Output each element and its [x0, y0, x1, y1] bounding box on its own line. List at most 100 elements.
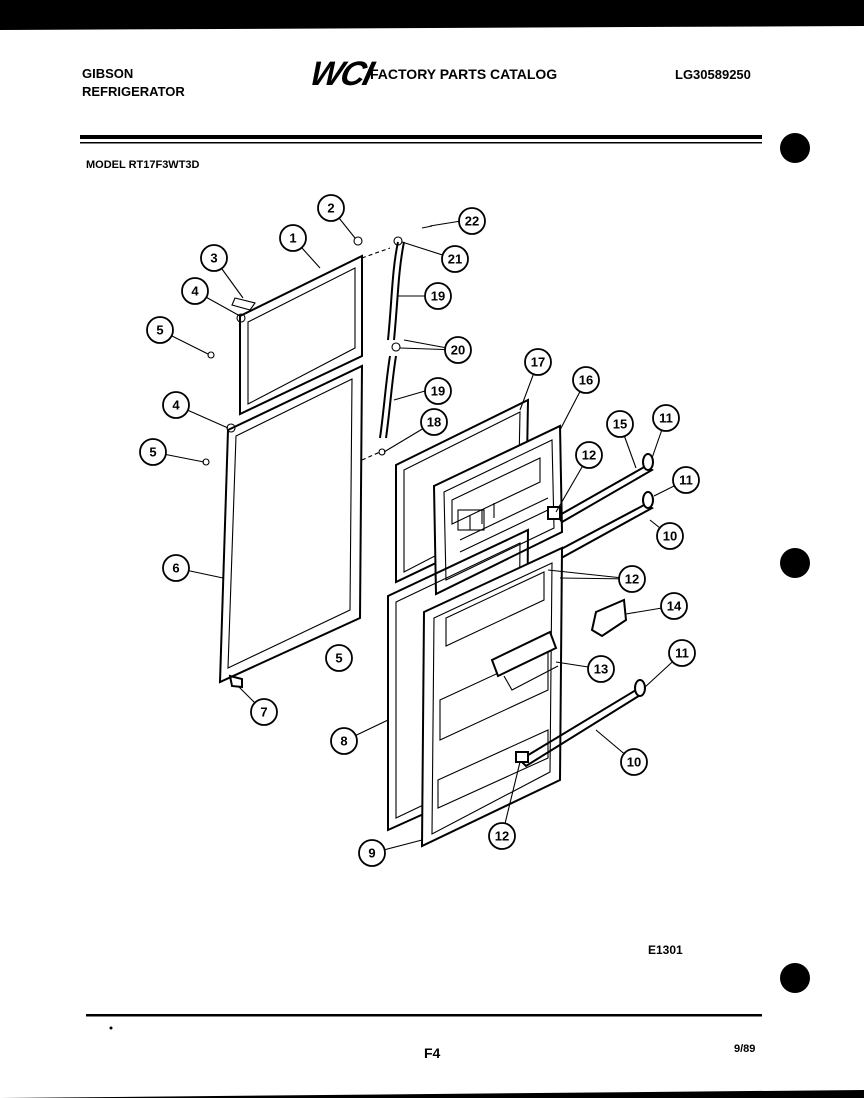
freezer-shelf [451, 457, 541, 525]
callout-19-bottom: 19 [424, 377, 452, 405]
hinge-pin-top [231, 297, 256, 311]
footer-rule [86, 1014, 762, 1017]
assembly-line-bottom [361, 451, 381, 461]
svg-text:16: 16 [579, 373, 593, 388]
callout-16: 16 [572, 366, 600, 394]
callout-4-mid: 4 [162, 391, 190, 419]
svg-text:19: 19 [431, 289, 445, 304]
freezer-door-liner [432, 424, 564, 596]
stop-pin-21 [393, 236, 403, 246]
callout-10-top: 10 [656, 522, 684, 550]
svg-text:5: 5 [335, 651, 342, 666]
svg-text:18: 18 [427, 415, 441, 430]
screw-2 [353, 236, 363, 246]
catalog-title: FACTORY PARTS CATALOG [370, 66, 557, 82]
document-number: LG30589250 [675, 67, 751, 82]
callout-5-bottom: 5 [325, 644, 353, 672]
callout-5-mid: 5 [139, 438, 167, 466]
callout-17: 17 [524, 348, 552, 376]
callout-4-top: 4 [181, 277, 209, 305]
svg-text:17: 17 [531, 355, 545, 370]
freezer-gasket [239, 254, 363, 416]
wci-logo-text: WCI [306, 55, 379, 92]
header-rule-thin [80, 142, 762, 144]
svg-text:8: 8 [340, 734, 347, 749]
svg-text:12: 12 [582, 448, 596, 463]
punch-hole-top [780, 133, 810, 163]
product-name: REFRIGERATOR [82, 84, 185, 99]
callout-21: 21 [441, 245, 469, 273]
svg-text:3: 3 [210, 251, 217, 266]
svg-text:2: 2 [327, 201, 334, 216]
svg-text:4: 4 [191, 284, 199, 299]
svg-text:4: 4 [172, 398, 180, 413]
svg-text:5: 5 [156, 323, 163, 338]
butter-compartment [490, 630, 558, 678]
figure-code: E1301 [648, 943, 683, 957]
callout-11-top: 11 [652, 404, 680, 432]
svg-text:11: 11 [659, 411, 673, 426]
punch-hole-bottom [780, 963, 810, 993]
callout-12-top: 12 [575, 441, 603, 469]
callout-11-bottom: 11 [668, 639, 696, 667]
freezer-ribs [459, 497, 549, 553]
callout-2: 2 [317, 194, 345, 222]
bottom-shelf [437, 729, 549, 809]
freezer-bin [457, 509, 485, 531]
callout-11-mid: 11 [672, 466, 700, 494]
svg-text:1: 1 [289, 231, 296, 246]
punch-hole-middle [780, 548, 810, 578]
callout-14: 14 [660, 592, 688, 620]
svg-text:14: 14 [667, 599, 682, 614]
assembly-line-top [361, 247, 391, 259]
callout-19-top: 19 [424, 282, 452, 310]
svg-text:10: 10 [663, 529, 677, 544]
callout-1: 1 [279, 224, 307, 252]
callout-13: 13 [587, 655, 615, 683]
svg-text:11: 11 [675, 646, 689, 661]
callout-18: 18 [420, 408, 448, 436]
handle-cap-bottom [634, 679, 646, 697]
exploded-diagram: 1 2 3 4 5 4 5 6 7 5 22 21 19 20 19 18 17… [139, 194, 700, 867]
callout-9: 9 [358, 839, 386, 867]
wci-logo: WCI [306, 55, 379, 92]
svg-text:10: 10 [627, 755, 641, 770]
page-number: F4 [424, 1045, 441, 1061]
dairy-shelf [445, 571, 545, 647]
svg-text:12: 12 [625, 572, 639, 587]
egg-tray [590, 598, 628, 638]
callout-12-mid: 12 [618, 565, 646, 593]
svg-text:7: 7 [260, 705, 267, 720]
callout-6: 6 [162, 554, 190, 582]
revision-date: 9/89 [734, 1043, 755, 1055]
freezer-door-stop [387, 241, 405, 341]
callout-12-bottom: 12 [488, 822, 516, 850]
svg-text:11: 11 [679, 473, 693, 488]
fresh-food-gasket [218, 364, 364, 684]
svg-text:5: 5 [149, 445, 156, 460]
bottom-hinge [228, 674, 243, 689]
svg-text:12: 12 [495, 829, 509, 844]
svg-text:13: 13 [594, 662, 608, 677]
svg-text:21: 21 [448, 252, 462, 267]
fresh-food-door-liner [420, 546, 564, 848]
header-rule-thick [80, 135, 762, 139]
callout-8: 8 [330, 727, 358, 755]
brand-name: GIBSON [82, 66, 133, 81]
fresh-food-handle-rail [515, 679, 646, 768]
clip-12-bottom [515, 751, 529, 763]
handle-cap-top [642, 453, 654, 471]
handle-cap-mid [642, 491, 654, 509]
screw-4-top [236, 313, 246, 323]
screw-5-top [207, 351, 215, 359]
svg-text:22: 22 [465, 214, 479, 229]
footer-speck [109, 1026, 113, 1030]
callout-3: 3 [200, 244, 228, 272]
paper-sheet [0, 26, 864, 1098]
callout-20: 20 [444, 336, 472, 364]
callout-22: 22 [458, 207, 486, 235]
svg-text:19: 19 [431, 384, 445, 399]
svg-text:6: 6 [172, 561, 179, 576]
model-label: MODEL RT17F3WT3D [86, 159, 200, 171]
